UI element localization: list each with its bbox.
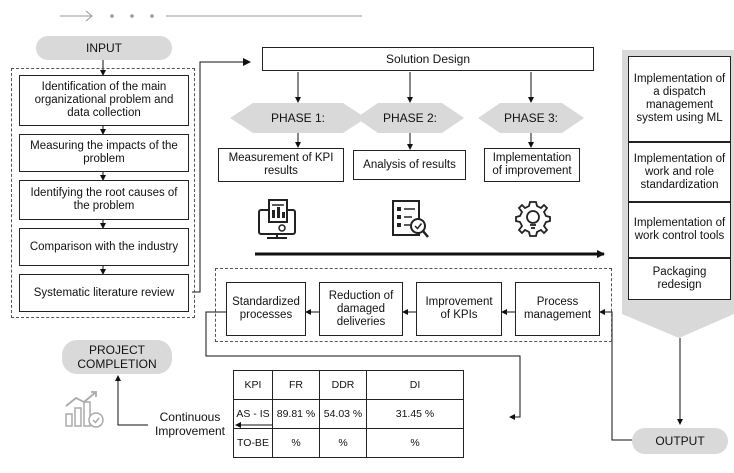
kpi-table-header-row: KPI FR DDR DI	[233, 370, 464, 400]
process-step-3-label: Improvement of KPIs	[425, 296, 493, 321]
input-step-1-label: Identification of the main organizationa…	[34, 81, 174, 119]
output-item-2: Implementation of work and role standard…	[628, 142, 731, 202]
output-item-2-label: Implementation of work and role standard…	[633, 152, 726, 191]
process-step-4-label: Process management	[523, 296, 592, 321]
project-completion-label: PROJECT COMPLETION	[77, 343, 157, 371]
phase-3-title: Implementation of improvement	[492, 152, 572, 177]
process-step-3: Improvement of KPIs	[416, 282, 502, 336]
phase-1-title: Measurement of KPI results	[228, 152, 334, 177]
input-step-5-label: Systematic literature review	[33, 286, 175, 299]
kpi-cell: 89.81 %	[272, 399, 320, 429]
solution-design-label: Solution Design	[385, 51, 471, 66]
phase-shapes	[230, 103, 584, 133]
output-item-1-label: Implementation of a dispatch management …	[633, 73, 726, 124]
input-step-4: Comparison with the industry	[19, 228, 189, 266]
phase-1-label: PHASE 1:	[270, 111, 326, 125]
phase-2-title: Analysis of results	[363, 158, 456, 171]
process-step-2: Reduction of damaged deliveries	[319, 282, 403, 336]
kpi-cell: 54.03 %	[319, 399, 367, 429]
kpi-table: KPI FR DDR DI AS - IS 89.81 % 54.03 % 31…	[233, 370, 464, 458]
output-pill: OUTPUT	[632, 428, 728, 454]
kpi-table-row: TO-BE % % %	[233, 428, 464, 458]
report-chart-icon	[258, 199, 296, 239]
input-step-3-label: Identifying the root causes of the probl…	[30, 187, 178, 212]
output-item-4: Packaging redesign	[628, 258, 731, 300]
output-item-1: Implementation of a dispatch management …	[628, 56, 731, 142]
kpi-cell: 31.45 %	[366, 399, 464, 429]
phase-1-box: Measurement of KPI results	[218, 148, 344, 182]
kpi-cell: %	[319, 428, 367, 458]
output-label: OUTPUT	[655, 434, 705, 448]
growth-chart-icon	[65, 391, 104, 428]
output-item-4-label: Packaging redesign	[652, 266, 707, 291]
input-step-5: Systematic literature review	[19, 274, 189, 312]
kpi-cell: TO-BE	[233, 428, 273, 458]
input-pill: INPUT	[36, 36, 172, 60]
input-group	[11, 68, 195, 318]
phase-2-label: PHASE 2:	[382, 111, 438, 125]
solution-design-box: Solution Design	[262, 47, 594, 71]
checklist-icon	[392, 200, 429, 238]
input-label: INPUT	[86, 41, 122, 55]
input-step-2: Measuring the impacts of the problem	[19, 134, 189, 172]
continuous-improvement-label: Continuous Improvement	[154, 410, 226, 438]
lightbulb-gear-icon	[515, 201, 551, 237]
project-completion-pill: PROJECT COMPLETION	[62, 340, 172, 374]
phase-3-box: Implementation of improvement	[484, 148, 580, 182]
phase-3-label: PHASE 3:	[503, 111, 559, 125]
process-step-2-label: Reduction of damaged deliveries	[328, 289, 394, 328]
kpi-header-cell: FR	[272, 370, 320, 400]
kpi-cell: %	[366, 428, 464, 458]
top-decoration	[60, 10, 362, 22]
phase-2-box: Analysis of results	[353, 150, 466, 180]
kpi-cell: %	[272, 428, 320, 458]
process-group	[215, 268, 612, 342]
input-step-3: Identifying the root causes of the probl…	[19, 180, 189, 220]
process-step-1: Standardized processes	[226, 282, 306, 336]
kpi-header-cell: DDR	[319, 370, 367, 400]
input-step-1: Identification of the main organizationa…	[19, 75, 189, 126]
input-step-4-label: Comparison with the industry	[29, 240, 179, 253]
output-item-3-label: Implementation of work control tools	[633, 217, 726, 242]
process-step-1-label: Standardized processes	[232, 296, 300, 321]
output-item-3: Implementation of work control tools	[628, 202, 731, 258]
kpi-header-cell: DI	[366, 370, 464, 400]
kpi-header-cell: KPI	[233, 370, 273, 400]
kpi-cell: AS - IS	[233, 399, 273, 429]
kpi-table-row: AS - IS 89.81 % 54.03 % 31.45 %	[233, 399, 464, 429]
input-step-2-label: Measuring the impacts of the problem	[30, 140, 178, 165]
process-step-4: Process management	[515, 282, 600, 336]
